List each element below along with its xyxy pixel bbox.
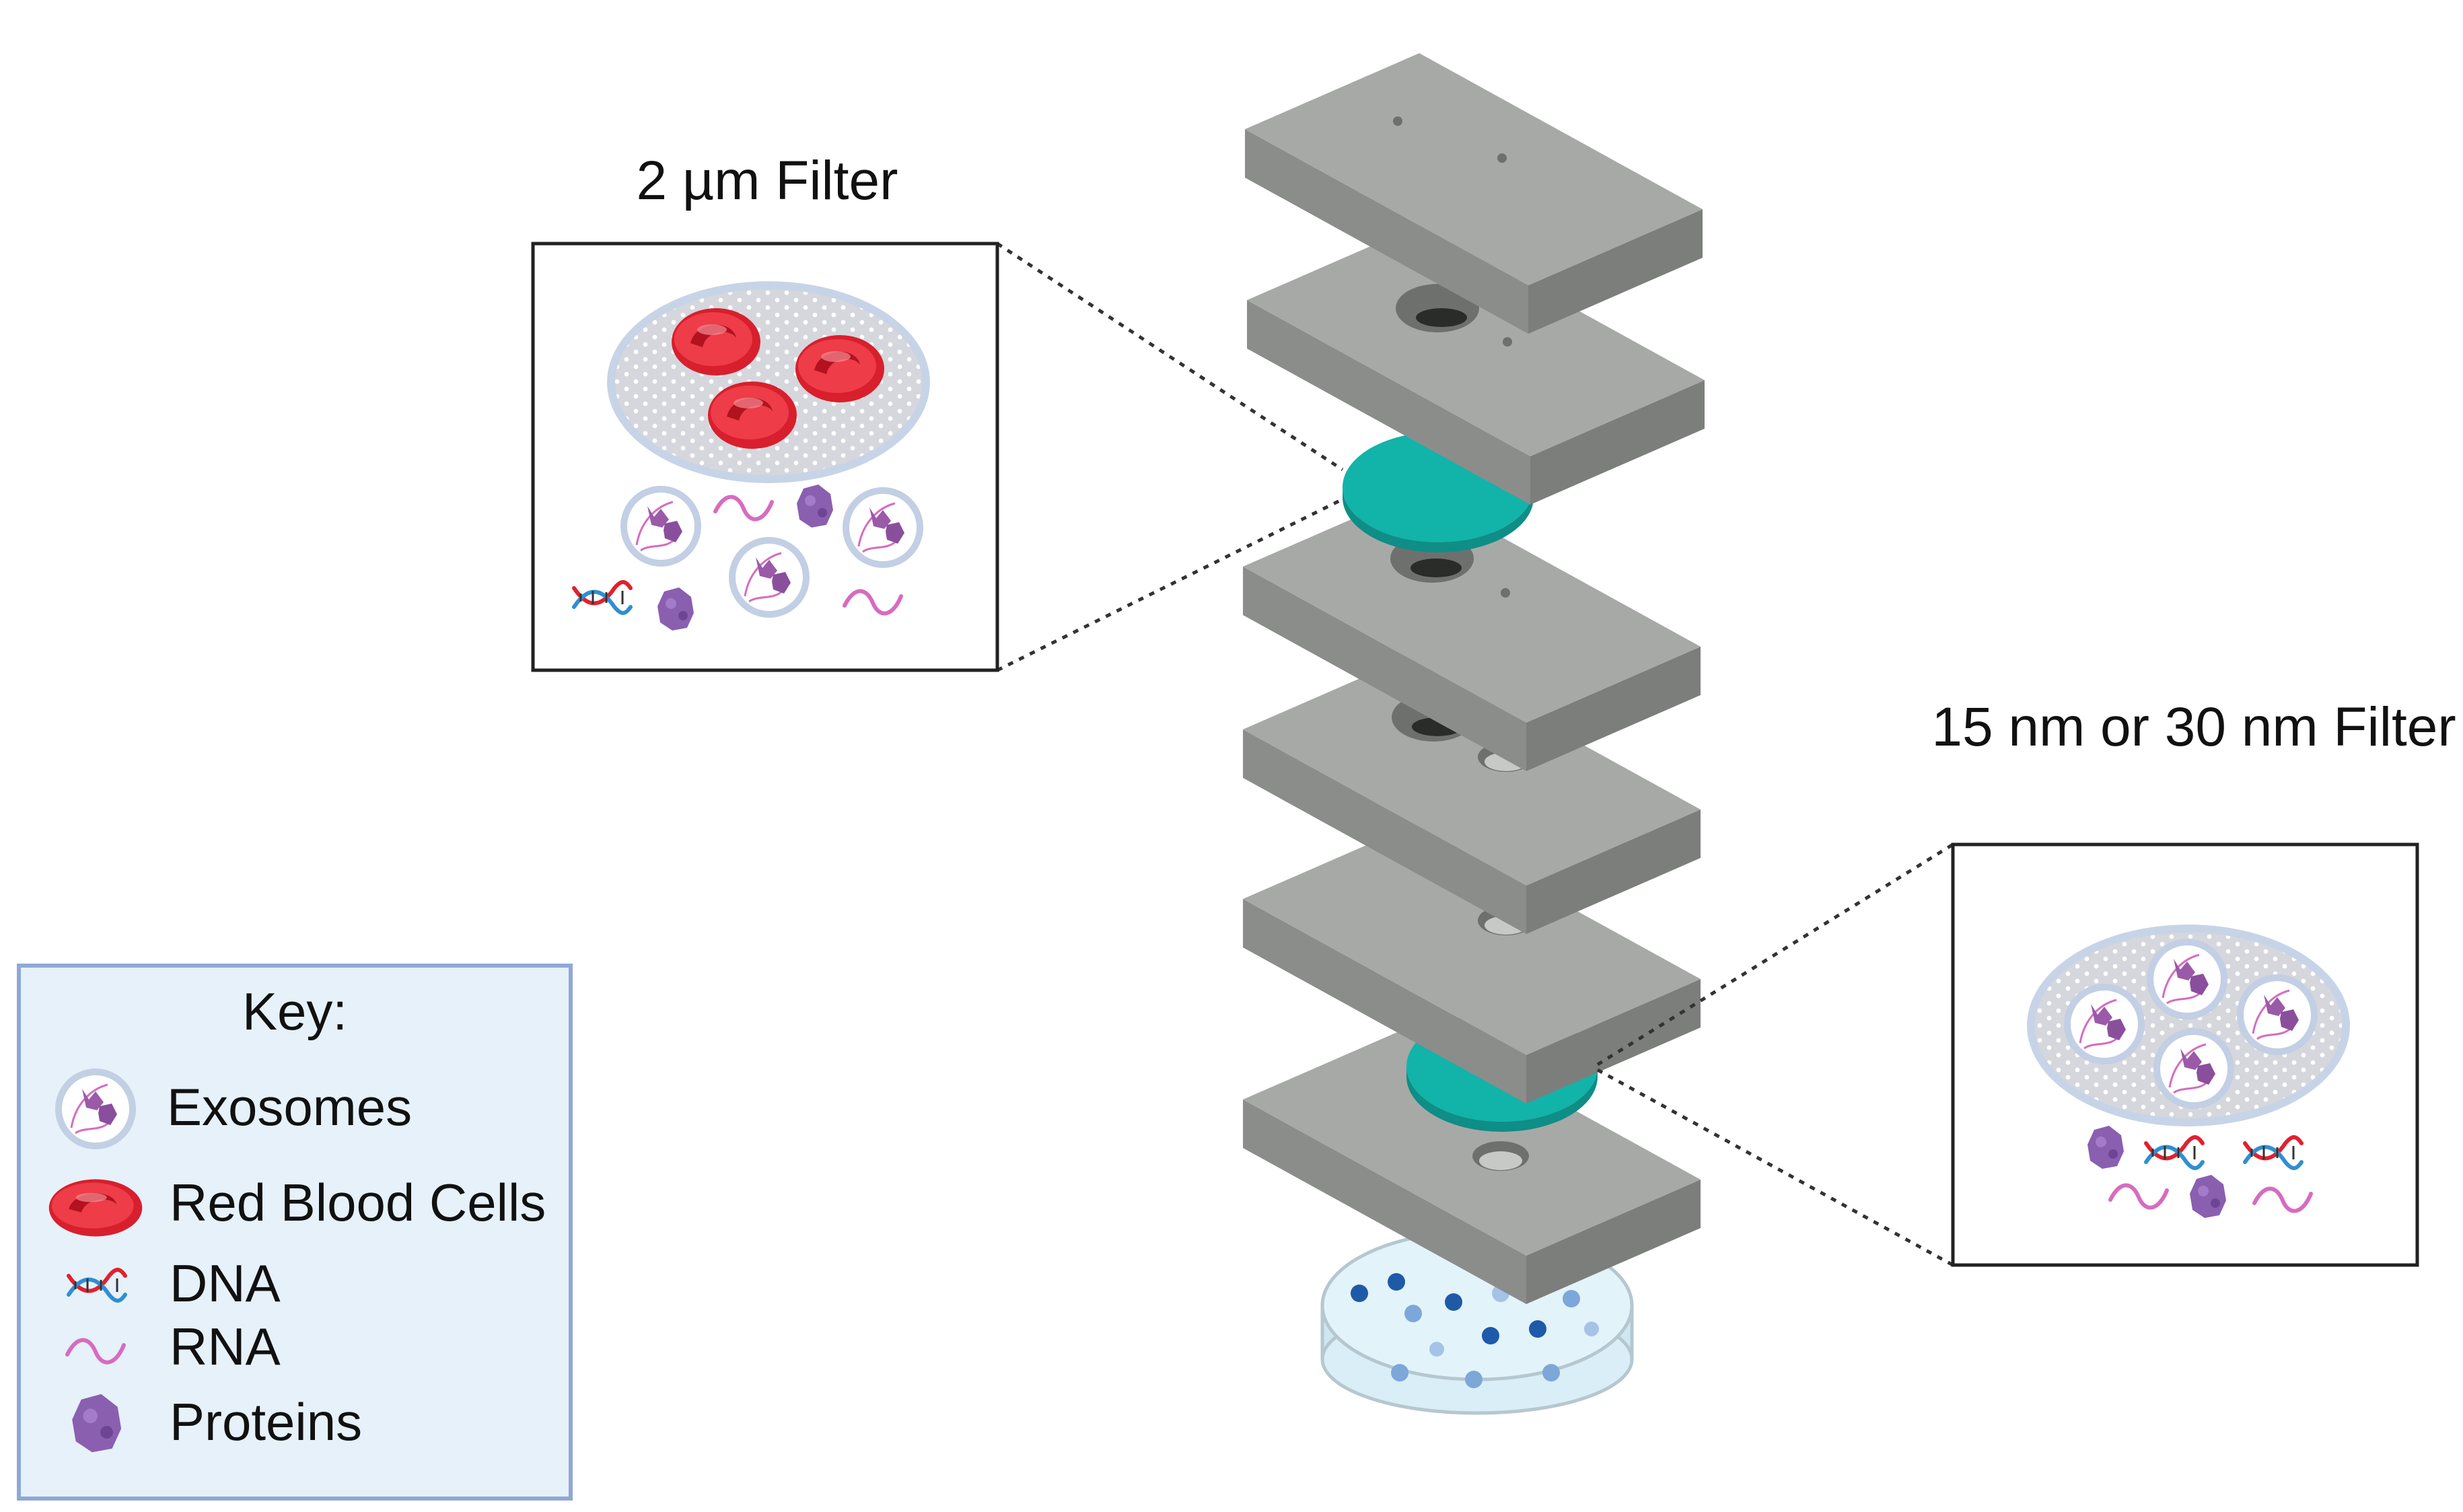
key-label-exosomes: Exosomes xyxy=(167,1077,413,1137)
exosome-icon xyxy=(619,484,703,568)
exosome-icon xyxy=(2236,973,2319,1056)
key-title: Key: xyxy=(242,982,348,1041)
key-label-dna: DNA xyxy=(170,1254,281,1313)
red-blood-cell-icon xyxy=(795,335,884,402)
plate-1 xyxy=(1245,53,1703,334)
key-box xyxy=(17,964,573,1501)
red-blood-cell-icon xyxy=(708,382,797,449)
filter-disc xyxy=(607,281,930,483)
callout-lines xyxy=(996,242,1954,1267)
plate-3 xyxy=(1243,491,1701,771)
inset-nm-filter xyxy=(1951,842,2419,1267)
plate-2 xyxy=(1247,224,1705,505)
inset-2um-filter xyxy=(531,242,999,672)
plate-6 xyxy=(1243,1023,1701,1304)
key-label-red-blood-cells: Red Blood Cells xyxy=(170,1173,546,1232)
plate-5 xyxy=(1243,823,1701,1104)
red-blood-cell-icon xyxy=(672,308,760,375)
left-filter-title: 2 µm Filter xyxy=(636,150,898,211)
exosome-icon xyxy=(841,486,925,569)
collection-particles xyxy=(1351,1273,1599,1388)
exosome-icon xyxy=(2145,937,2229,1021)
plate-4 xyxy=(1243,653,1701,934)
exosome-icon xyxy=(727,536,811,619)
red-blood-cell-icon xyxy=(48,1179,143,1237)
exosome-icon xyxy=(54,1067,137,1151)
right-filter-title: 15 nm or 30 nm Filter xyxy=(1931,696,2456,758)
key-label-rna: RNA xyxy=(170,1317,281,1376)
key-label-proteins: Proteins xyxy=(170,1392,363,1451)
exosome-icon xyxy=(2152,1027,2236,1110)
device-stack xyxy=(1243,53,1705,1304)
exosome-icon xyxy=(2063,982,2146,1066)
